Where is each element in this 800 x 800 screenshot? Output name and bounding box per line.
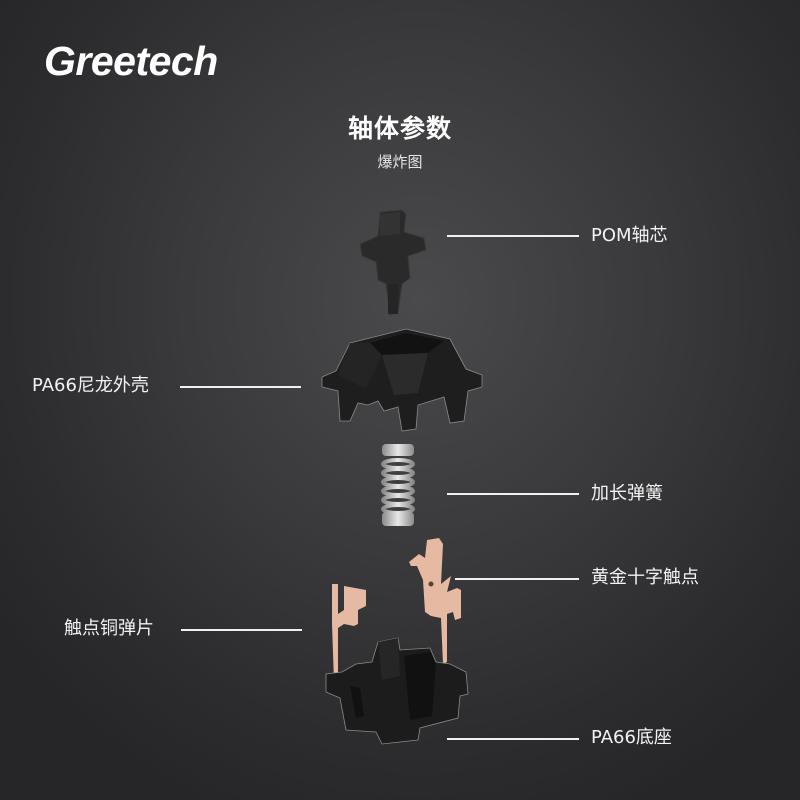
label-gold-contact: 黄金十字触点 xyxy=(591,567,699,588)
leader-line-spring xyxy=(447,493,579,495)
copper-leaf-part xyxy=(332,584,366,682)
leader-line-stem xyxy=(447,235,579,237)
label-spring: 加长弹簧 xyxy=(591,483,663,504)
spring-part xyxy=(381,444,415,526)
label-top-housing: PA66尼龙外壳 xyxy=(32,375,149,396)
bottom-housing-part xyxy=(325,637,469,745)
stem-part xyxy=(359,209,427,316)
label-copper-leaf: 触点铜弹片 xyxy=(64,618,154,639)
top-housing-part xyxy=(321,328,483,432)
label-stem: POM轴芯 xyxy=(591,225,668,246)
diagram-subtitle: 爆炸图 xyxy=(377,153,423,171)
leader-line-copper-leaf xyxy=(181,629,302,631)
diagram-title: 轴体参数 xyxy=(347,114,452,143)
brand-logo: Greetech xyxy=(44,38,218,84)
label-bottom-housing: PA66底座 xyxy=(591,727,672,748)
leader-line-top-housing xyxy=(180,386,301,388)
gold-cross-contact-part xyxy=(409,538,461,664)
leader-line-bottom-housing xyxy=(447,738,579,740)
leader-line-gold-contact xyxy=(455,578,579,580)
